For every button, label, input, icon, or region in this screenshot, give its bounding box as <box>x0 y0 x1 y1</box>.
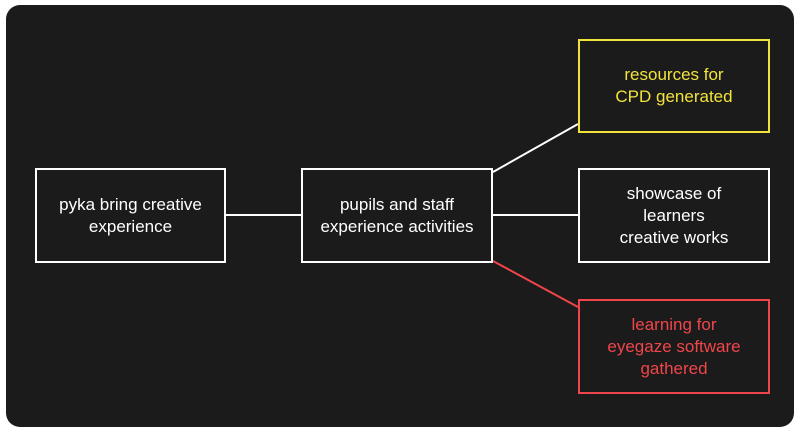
node-label: pyka bring creative experience <box>59 194 202 236</box>
node-label: learning for eyegaze software gathered <box>607 314 741 378</box>
node-pyka-creative-experience: pyka bring creative experience <box>35 168 226 263</box>
node-label: resources for CPD generated <box>615 65 733 106</box>
connector-activity-to-learning <box>492 260 579 308</box>
connector-activity-to-resources <box>492 123 579 173</box>
node-cpd-resources: resources for CPD generated <box>578 39 770 133</box>
connector-layer <box>226 123 579 308</box>
diagram-canvas: pyka bring creative experience pupils an… <box>6 5 794 427</box>
node-eyegaze-learning: learning for eyegaze software gathered <box>578 299 770 394</box>
node-label: showcase of learners creative works <box>619 183 729 247</box>
node-learners-showcase: showcase of learners creative works <box>578 168 770 263</box>
node-pupils-staff-activities: pupils and staff experience activities <box>301 168 493 263</box>
node-label: pupils and staff experience activities <box>320 194 474 236</box>
